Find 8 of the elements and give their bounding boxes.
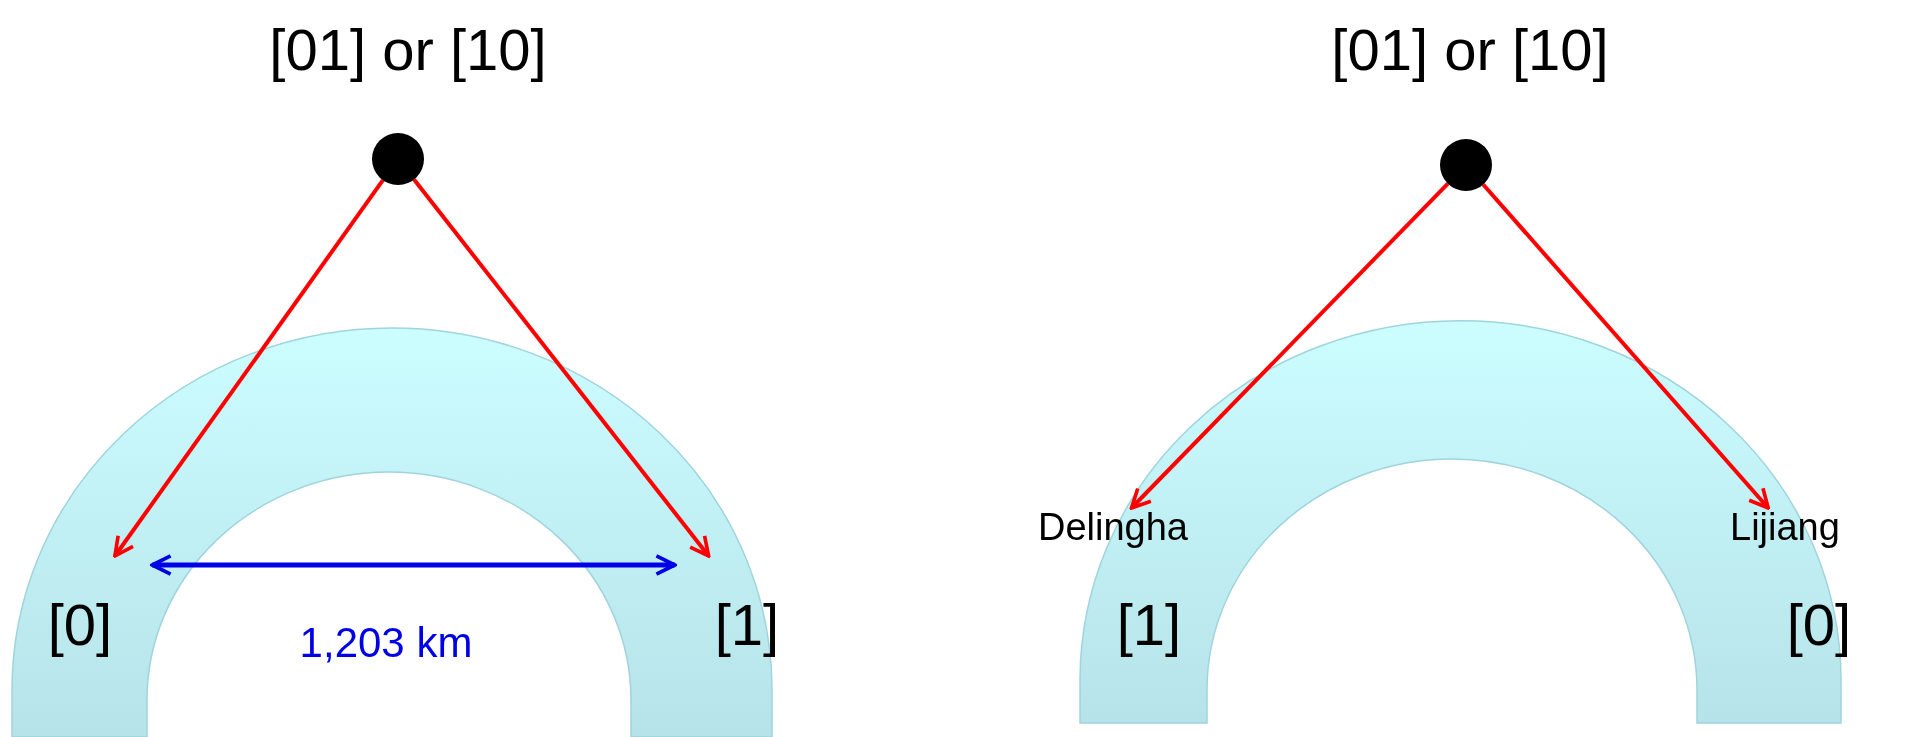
place-label: Delingha: [1038, 508, 1188, 546]
arrow: [113, 179, 385, 558]
arrow: [1129, 182, 1450, 510]
arrow: [1481, 183, 1771, 510]
arrow: [150, 554, 677, 576]
place-label: Lijiang: [1730, 508, 1840, 546]
arrow: [412, 178, 711, 558]
edge-label: 1,203 km: [299, 622, 473, 664]
